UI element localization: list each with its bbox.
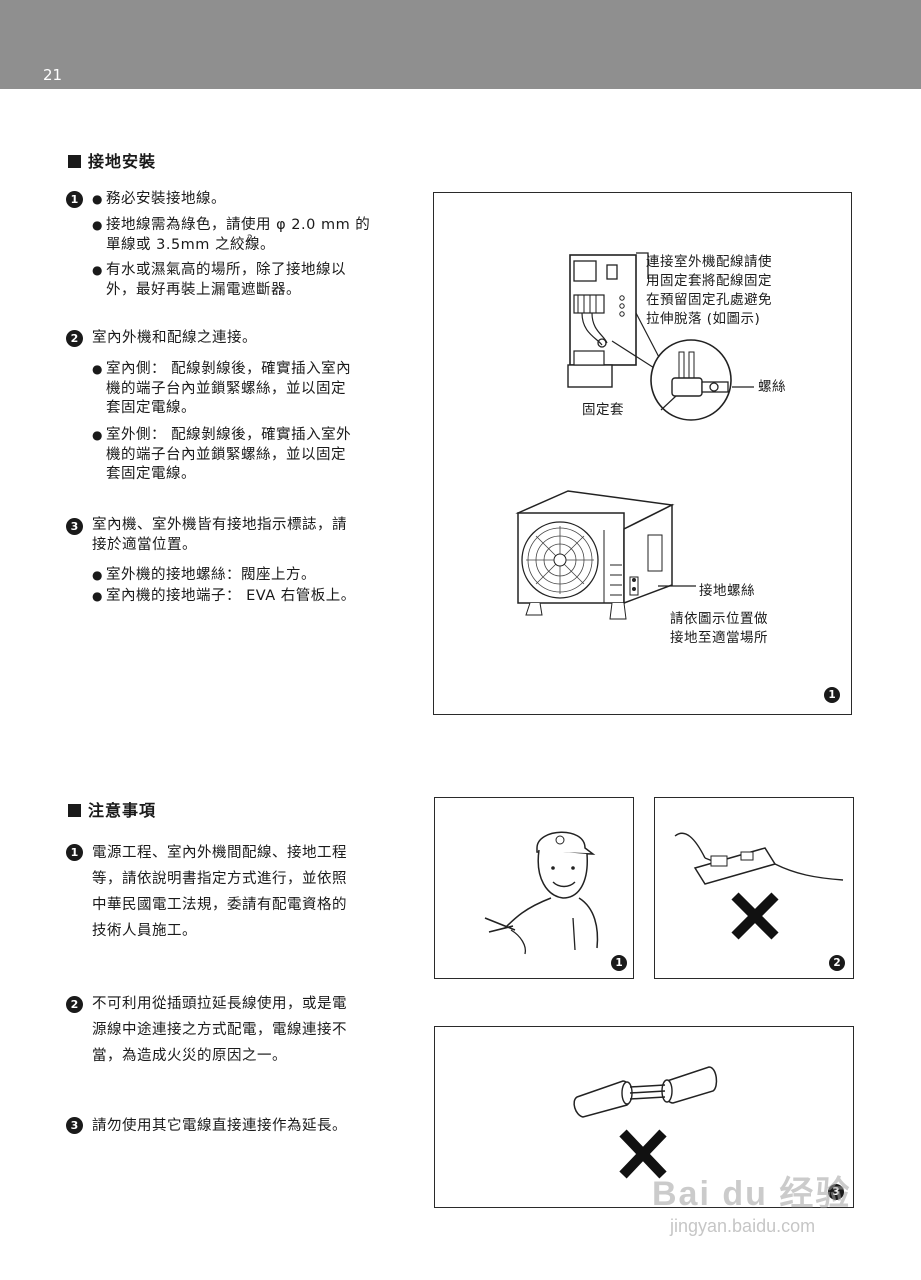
bullet-line: 套固定電線。	[106, 400, 196, 416]
caution-line: 源線中途連接之方式配電，電線連接不	[92, 1022, 347, 1038]
item-heading: 室內機、室外機皆有接地指示標誌，請 接於適當位置。	[92, 516, 347, 555]
bullet-text: 接地線需為綠色，請使用 φ 2.0 mm 的 單線或 3.5mm 之絞線。2	[92, 216, 370, 255]
bullet-line: 室內側： 配線剝線後，確實插入室內	[106, 361, 352, 377]
section-title-cautions: 注意事項	[68, 797, 156, 821]
bullet-text: 務必安裝接地線。	[92, 190, 226, 210]
caution-line: 不可利用從插頭拉延長線使用，或是電	[92, 996, 347, 1012]
section-title-text: 接地安裝	[88, 152, 157, 171]
caution-figure-1: 1	[434, 797, 634, 979]
page-header-bar: 21	[0, 0, 921, 89]
instruction-line: 請依圖示位置做	[670, 611, 768, 627]
spliced-wire-illustration	[573, 1066, 718, 1179]
caution-line: 等，請依說明書指定方式進行，並依照	[92, 871, 347, 887]
item-number-3: 3	[66, 518, 83, 535]
note-line: 用固定套將配線固定	[646, 273, 772, 289]
label-ground-screw: 接地螺絲	[699, 583, 755, 599]
section-title-grounding: 接地安裝	[68, 148, 156, 172]
watermark-url: jingyan.baidu.com	[670, 1216, 816, 1236]
bullet-text: 有水或濕氣高的場所，除了接地線以 外，最好再裝上漏電遮斷器。	[92, 261, 346, 300]
caution-text: 請勿使用其它電線直接連接作為延長。	[92, 1118, 347, 1134]
page-number: 21	[43, 66, 63, 84]
extension-cord-illustration	[674, 832, 844, 940]
superscript: 2	[247, 233, 254, 244]
bullet-line: 機的端子台內並鎖緊螺絲，並以固定	[106, 380, 346, 397]
caution-line: 技術人員施工。	[92, 923, 197, 939]
heading-line: 接於適當位置。	[92, 536, 197, 553]
caution-line: 當，為造成火災的原因之一。	[92, 1048, 287, 1064]
figure-badge: 2	[829, 955, 845, 971]
figure-badge: 1	[611, 955, 627, 971]
bullet-line-text: 單線或 3.5mm 之絞線。	[106, 236, 276, 253]
note-line: 連接室外機配線請使	[646, 254, 772, 270]
technician-illustration	[484, 831, 599, 955]
figure-badge: 3	[828, 1184, 844, 1200]
bullet-text: 室外側： 配線剝線後，確實插入室外 機的端子台內並鎖緊螺絲，並以固定 套固定電線…	[92, 426, 351, 485]
item-number-1: 1	[66, 191, 83, 208]
outdoor-unit-illustration	[515, 490, 675, 620]
caution-number-1: 1	[66, 844, 83, 861]
section-title-text: 注意事項	[88, 801, 157, 820]
bullet-line: 有水或濕氣高的場所，除了接地線以	[106, 262, 346, 278]
heading-line: 室內機、室外機皆有接地指示標誌，請	[92, 517, 347, 533]
clamp-note: 連接室外機配線請使 用固定套將配線固定 在預留固定孔處避免 拉伸脫落 (如圖示)	[646, 253, 772, 329]
caution-figure-3: 3	[434, 1026, 854, 1208]
caution-number-2: 2	[66, 996, 83, 1013]
caution-line: 中華民國電工法規，委請有配電資格的	[92, 897, 347, 913]
bullet-line: 機的端子台內並鎖緊螺絲，並以固定	[106, 446, 346, 463]
bullet-line: 接地線需為綠色，請使用 φ 2.0 mm 的	[106, 217, 371, 233]
caution-number-3: 3	[66, 1117, 83, 1134]
bullet-text: 室外機的接地螺絲：閥座上方。	[92, 566, 316, 586]
bullet-line: 外，最好再裝上漏電遮斷器。	[106, 281, 301, 298]
square-bullet-icon	[68, 155, 81, 168]
bullet-line: 單線或 3.5mm 之絞線。2	[106, 234, 370, 256]
indoor-terminal-illustration	[567, 252, 663, 388]
item-heading: 室內外機和配線之連接。	[92, 330, 257, 346]
bullet-text: 室內側： 配線剝線後，確實插入室內 機的端子台內並鎖緊螺絲，並以固定 套固定電線…	[92, 360, 351, 419]
watermark-brand: Bai du 经验	[652, 1175, 852, 1213]
leader-line	[658, 585, 696, 587]
ground-instruction: 請依圖示位置做 接地至適當場所	[670, 610, 768, 648]
note-line: 拉伸脫落 (如圖示)	[646, 311, 761, 327]
label-clamp: 固定套	[582, 402, 624, 418]
label-screw: 螺絲	[758, 379, 786, 395]
clamp-zoom-illustration	[650, 339, 754, 421]
caution-text: 不可利用從插頭拉延長線使用，或是電 源線中途連接之方式配電，電線連接不 當，為造…	[92, 991, 347, 1069]
grounding-figure: 連接室外機配線請使 用固定套將配線固定 在預留固定孔處避免 拉伸脫落 (如圖示)…	[433, 192, 852, 715]
item-number-2: 2	[66, 330, 83, 347]
caution-figure-2: 2	[654, 797, 854, 979]
bullet-line: 室外側： 配線剝線後，確實插入室外	[106, 427, 352, 443]
caution-line: 電源工程、室內外機間配線、接地工程	[92, 845, 347, 861]
note-line: 在預留固定孔處避免	[646, 292, 772, 308]
bullet-text: 室內機的接地端子： EVA 右管板上。	[92, 587, 356, 607]
square-bullet-icon	[68, 804, 81, 817]
figure-badge: 1	[824, 687, 840, 703]
caution-text: 電源工程、室內外機間配線、接地工程 等，請依說明書指定方式進行，並依照 中華民國…	[92, 840, 347, 944]
instruction-line: 接地至適當場所	[670, 630, 768, 646]
bullet-line: 套固定電線。	[106, 466, 196, 482]
